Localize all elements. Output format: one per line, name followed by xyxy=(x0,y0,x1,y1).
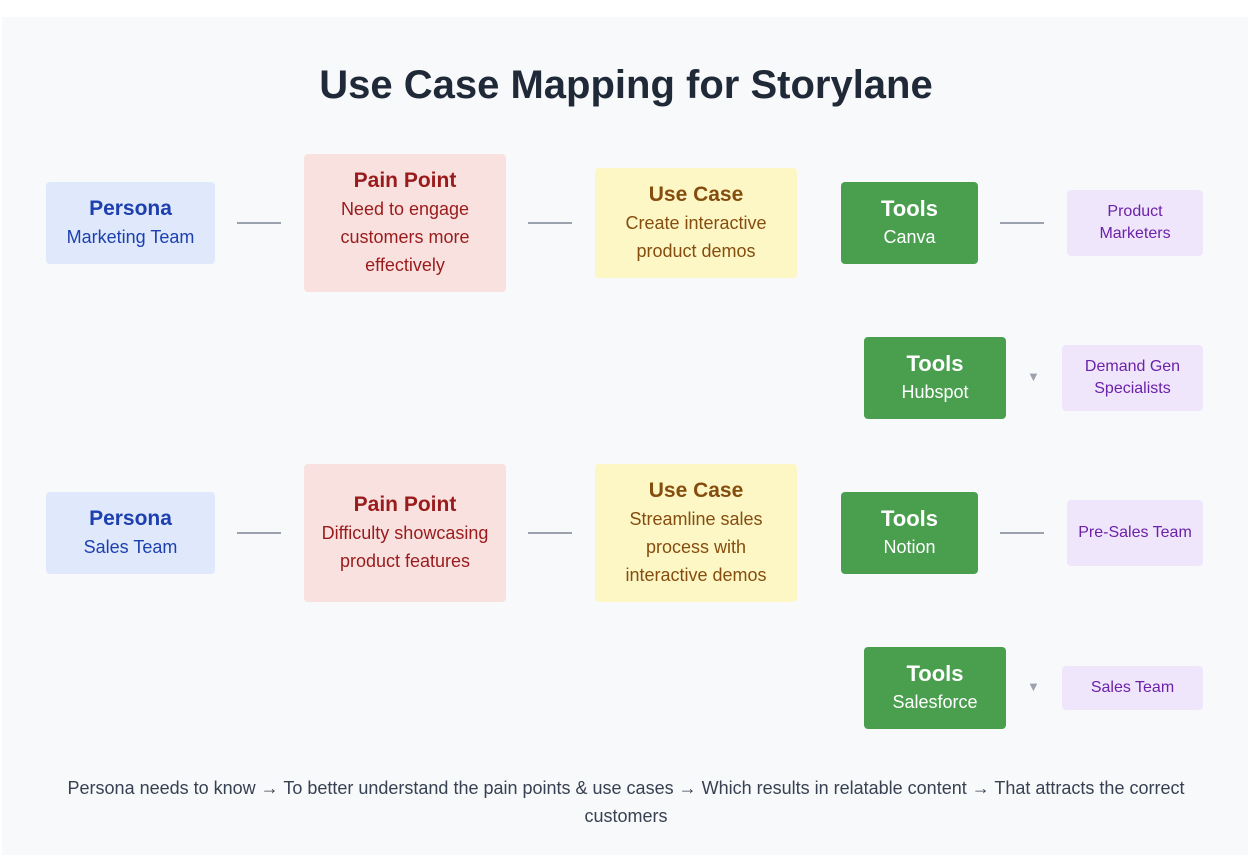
tools-heading: Tools xyxy=(880,196,939,221)
use-case-box-1: Use Case Create interactive product demo… xyxy=(595,168,797,278)
use-case-box-2: Use Case Streamline sales process with i… xyxy=(595,464,797,602)
connector-line xyxy=(528,222,572,224)
pain-point-box-1: Pain Point Need to engage customers more… xyxy=(304,154,506,292)
result-text: Product Marketers xyxy=(1099,203,1171,242)
result-text: Sales Team xyxy=(1090,679,1175,696)
persona-text: Sales Team xyxy=(83,537,178,557)
result-box-demand-gen: Demand Gen Specialists xyxy=(1062,345,1203,411)
result-text: Pre-Sales Team xyxy=(1078,524,1192,541)
pain-point-box-2: Pain Point Difficulty showcasing product… xyxy=(304,464,506,602)
page-title: Use Case Mapping for Storylane xyxy=(319,63,933,107)
tools-heading: Tools xyxy=(906,661,964,686)
persona-box-marketing: Persona Marketing Team xyxy=(46,182,215,264)
tools-heading: Tools xyxy=(906,351,964,376)
triangle-down-icon: ▼ xyxy=(1027,679,1040,694)
connector-line xyxy=(237,222,281,224)
connector-line xyxy=(528,532,572,534)
tools-text: Salesforce xyxy=(892,692,978,712)
connector-line xyxy=(1000,222,1044,224)
use-case-heading: Use Case xyxy=(648,183,744,206)
tools-text: Notion xyxy=(883,537,936,557)
tools-heading: Tools xyxy=(880,506,939,531)
persona-box-sales: Persona Sales Team xyxy=(46,492,215,574)
result-text: Demand Gen Specialists xyxy=(1084,358,1181,397)
pain-point-heading: Pain Point xyxy=(353,169,457,192)
tools-box-notion: Tools Notion xyxy=(841,492,978,574)
tools-box-salesforce: Tools Salesforce xyxy=(864,647,1006,729)
result-box-product-marketers: Product Marketers xyxy=(1067,190,1203,256)
tools-box-hubspot: Tools Hubspot xyxy=(864,337,1006,419)
tools-text: Hubspot xyxy=(901,382,969,402)
use-case-heading: Use Case xyxy=(648,479,744,502)
use-case-text: Create interactive product demos xyxy=(625,213,767,261)
pain-point-heading: Pain Point xyxy=(353,493,457,516)
connector-line xyxy=(237,532,281,534)
diagram-canvas xyxy=(2,17,1248,855)
pain-point-text: Need to engage customers more effectivel… xyxy=(340,199,470,275)
persona-heading: Persona xyxy=(89,197,172,220)
pain-point-text: Difficulty showcasing product features xyxy=(321,523,489,571)
use-case-text: Streamline sales process with interactiv… xyxy=(625,509,767,585)
connector-line xyxy=(1000,532,1044,534)
triangle-down-icon: ▼ xyxy=(1027,369,1040,384)
persona-text: Marketing Team xyxy=(66,227,195,247)
flow-caption: Persona needs to know → To better unders… xyxy=(67,778,1185,826)
result-box-pre-sales: Pre-Sales Team xyxy=(1067,500,1203,566)
tools-box-canva: Tools Canva xyxy=(841,182,978,264)
persona-heading: Persona xyxy=(89,507,172,530)
result-box-sales-team: Sales Team xyxy=(1062,666,1203,710)
tools-text: Canva xyxy=(883,227,936,247)
